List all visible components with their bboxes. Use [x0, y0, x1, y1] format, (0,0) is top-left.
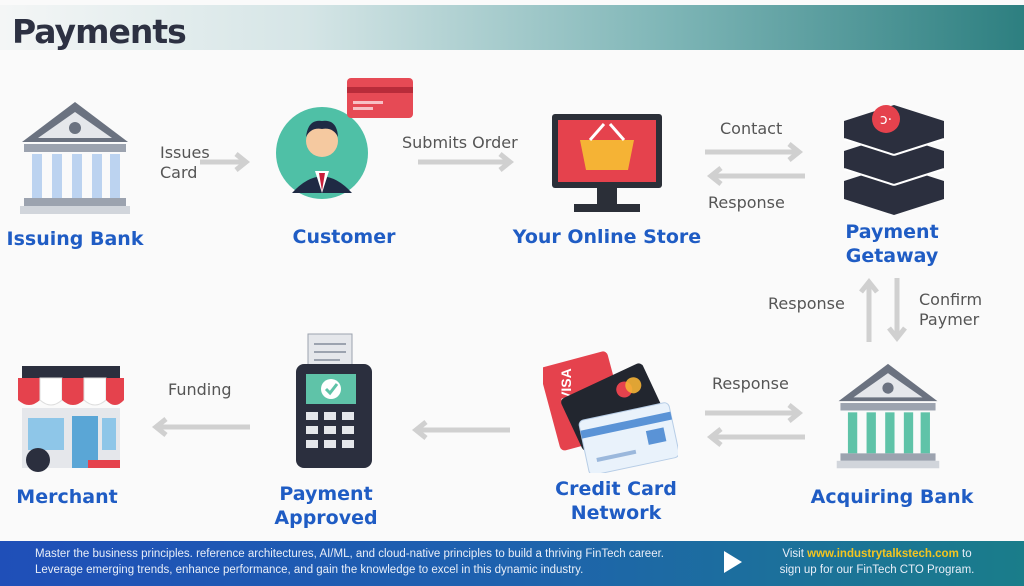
arrow-left-icon: [706, 427, 805, 447]
merchant-label: Merchant: [16, 486, 118, 508]
play-icon[interactable]: [724, 551, 742, 573]
signup-text: sign up for our FinTech CTO Program.: [779, 564, 975, 576]
card-label: Card: [160, 163, 198, 182]
online-store-label: Your Online Store: [512, 226, 702, 248]
svg-text:ↄ·: ↄ·: [880, 112, 892, 128]
approved-line1: Payment: [279, 483, 373, 505]
approved-line2: Approved: [274, 507, 378, 529]
promo-banner: Master the business principles. referenc…: [0, 541, 1024, 586]
arrow-left-icon: [706, 166, 805, 186]
page-title: Payments: [12, 12, 187, 51]
arrow-right-icon: [200, 152, 251, 172]
arrow-left-icon: [411, 420, 510, 440]
header-bar: [0, 5, 1024, 50]
credit-cards-icon: VISA: [543, 351, 678, 473]
customer-label: Customer: [292, 226, 396, 248]
contact-label: Contact: [720, 119, 783, 138]
gateway-line1: Payment: [845, 221, 939, 243]
submits-order-label: Submits Order: [402, 133, 518, 152]
response-label-top: Response: [708, 193, 785, 212]
customer-icon: [276, 78, 413, 199]
confirm-line1: Confirm: [919, 290, 983, 309]
response-label-bottom: Response: [712, 374, 789, 393]
arrow-right-icon: [705, 403, 804, 423]
card-network-line2: Network: [570, 502, 662, 524]
visit-text: Visit www.industrytalkstech.com to sign u…: [752, 546, 1002, 578]
acquiring-bank-label: Acquiring Bank: [810, 486, 974, 508]
card-network-line1: Credit Card: [555, 478, 677, 500]
payment-gateway-icon: ↄ·: [843, 105, 945, 215]
online-store-icon: [552, 114, 662, 212]
acquiring-bank-icon: [836, 363, 940, 469]
arrow-up-icon: [859, 278, 879, 342]
confirm-line2: Paymer: [919, 310, 980, 329]
visit-word: Visit: [782, 548, 804, 560]
funding-label: Funding: [168, 380, 232, 399]
banner-text: Master the business principles. referenc…: [35, 548, 664, 576]
gateway-line2: Getaway: [845, 245, 939, 267]
to-word: to: [962, 548, 972, 560]
svg-text:VISA: VISA: [558, 368, 574, 401]
issues-label: Issues: [160, 143, 210, 162]
arrow-right-icon: [418, 152, 515, 172]
arrow-left-icon: [151, 417, 250, 437]
response-label-vertical: Response: [768, 294, 845, 313]
bank-icon: [20, 102, 130, 214]
website-link[interactable]: www.industrytalkstech.com: [807, 548, 959, 560]
merchant-store-icon: [18, 366, 124, 472]
pos-terminal-icon: [296, 333, 372, 468]
arrow-down-icon: [887, 278, 907, 342]
arrow-right-icon: [705, 142, 804, 162]
issuing-bank-label: Issuing Bank: [6, 228, 144, 250]
